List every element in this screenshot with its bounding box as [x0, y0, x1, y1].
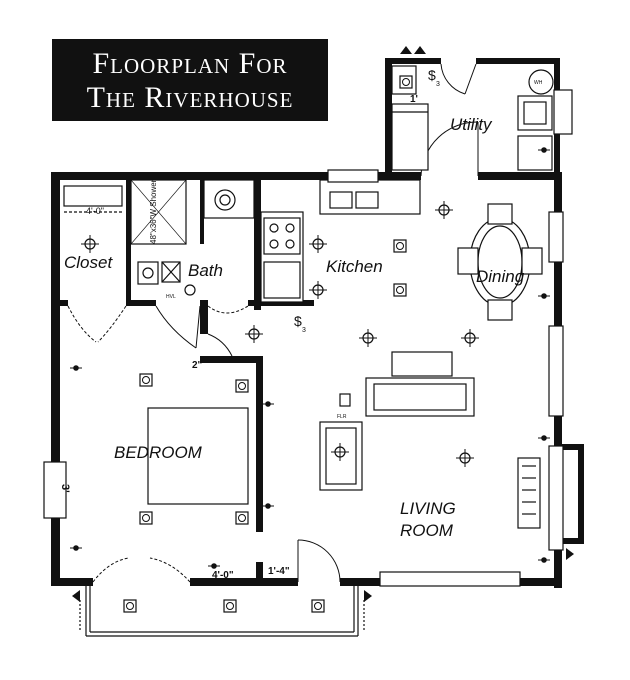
title-line-2: The Riverhouse — [86, 81, 294, 114]
room-labels: Closet Bath Kitchen Dining Utility BEDRO… — [64, 115, 525, 540]
porch — [79, 586, 365, 637]
kitchen-counters — [203, 169, 421, 303]
fixture-labels: WH HVL FLR $ 3 $ 3 — [166, 67, 543, 420]
exterior-markers — [72, 46, 574, 602]
switch-3way-sub-utility: 3 — [436, 81, 440, 88]
dimension-labels: 4'-0" 48"x36"W Shower 2" 4'-0" 1'-4" 3' … — [59, 94, 418, 581]
title-line-1: Floorplan For — [92, 47, 288, 80]
switch-3way-sub: 3 — [302, 327, 306, 334]
doors — [67, 63, 479, 583]
dim-shower: 48"x36"W Shower — [149, 179, 158, 244]
dim-bedroom-window: 3' — [59, 484, 71, 493]
label-living-2: ROOM — [400, 521, 454, 540]
title-box: Floorplan For The Riverhouse — [52, 39, 328, 121]
bath-fixtures — [130, 179, 236, 296]
windows — [43, 89, 573, 587]
label-kitchen: Kitchen — [326, 257, 383, 276]
dim-utility-step: 1' — [410, 94, 418, 105]
dim-bedroom-door-gap: 2" — [192, 360, 203, 371]
floor-outlet-label: FLR — [337, 414, 347, 420]
hvac-label: HVL — [166, 294, 176, 300]
water-heater-label: WH — [534, 80, 543, 86]
label-living-1: LIVING — [400, 499, 456, 518]
dim-bottom-opening: 4'-0" — [212, 570, 234, 581]
switch-symbol: $ — [294, 313, 302, 329]
label-bath: Bath — [188, 261, 223, 280]
utility-fixtures — [391, 65, 554, 171]
dining-table — [457, 203, 543, 321]
closet-shelf — [63, 185, 123, 213]
dim-closet-top: 4'-0" — [86, 206, 104, 216]
bed — [147, 407, 249, 505]
walls — [51, 58, 584, 588]
label-utility: Utility — [450, 115, 493, 134]
label-bedroom: BEDROOM — [114, 443, 203, 462]
label-dining: Dining — [476, 267, 525, 286]
label-closet: Closet — [64, 253, 113, 272]
dim-living-opening: 1'-4" — [268, 566, 290, 577]
living-furniture — [319, 351, 541, 529]
switch-symbol-utility: $ — [428, 67, 436, 83]
